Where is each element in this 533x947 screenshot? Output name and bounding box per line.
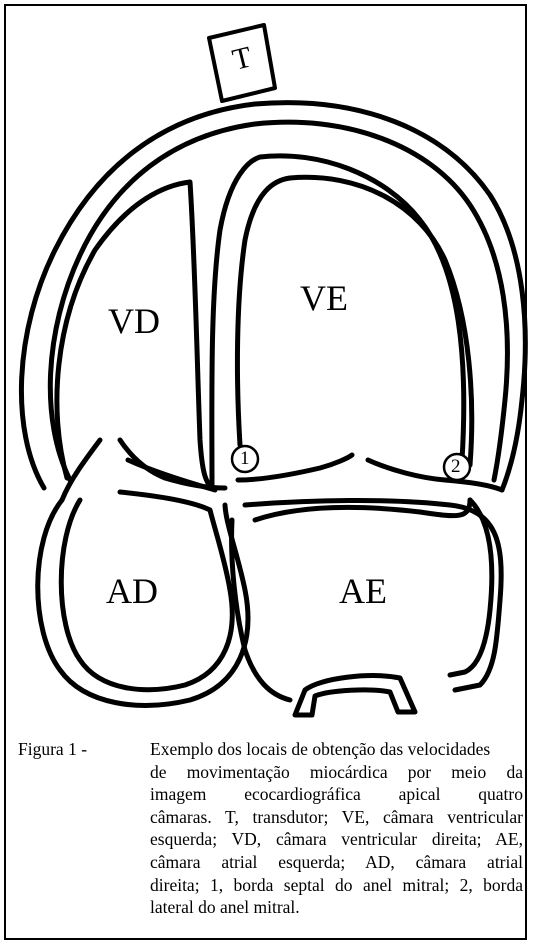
caption-line-6: câmara atrial esquerda; AD, câmara atria… — [18, 851, 523, 874]
caption-line-5: esquerda; VD, câmara ventricular direita… — [18, 828, 523, 851]
caption-line-3: imagem ecocardiográfica apical quatro — [18, 783, 523, 806]
mitral-right — [368, 460, 502, 490]
septum-wall — [212, 156, 464, 488]
pulmonary-vein — [295, 676, 415, 715]
lv-label: VE — [300, 280, 348, 316]
rv-label: VD — [108, 303, 160, 339]
ae-lateral-inner — [450, 500, 492, 675]
figure-caption: Figura 1 - Exemplo dos locais de obtençã… — [18, 738, 523, 919]
ae-inner — [232, 520, 290, 700]
caption-line-1: Figura 1 - Exemplo dos locais de obtençã… — [18, 738, 523, 761]
lv-septum-right — [237, 178, 290, 445]
heart-diagram — [0, 0, 533, 720]
caption-line-7: direita; 1, borda septal do anel mitral;… — [18, 874, 523, 897]
caption-line-8: lateral do anel mitral. — [18, 896, 523, 919]
marker-1-label: 1 — [240, 449, 250, 468]
ra-label: AD — [106, 573, 158, 609]
lv-lateral — [290, 177, 472, 465]
caption-line-2: de movimentação miocárdica por meio da — [18, 761, 523, 784]
caption-line-4: câmaras. T, transdutor; VE, câmara ventr… — [18, 806, 523, 829]
marker-2-label: 2 — [451, 457, 461, 476]
la-label: AE — [339, 573, 387, 609]
outer-wall — [21, 103, 525, 490]
